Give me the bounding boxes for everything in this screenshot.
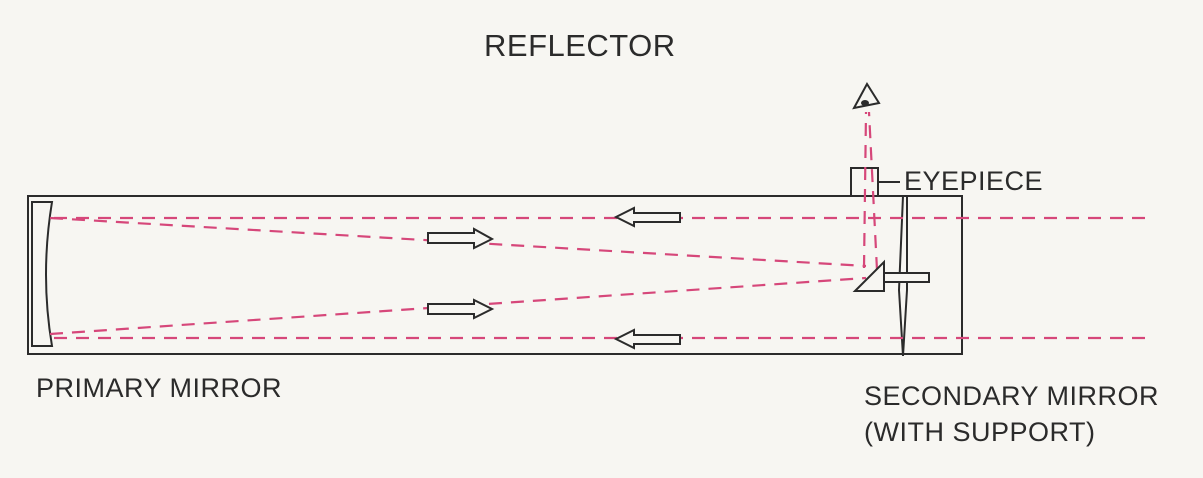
eyepiece-ray-left	[862, 111, 868, 269]
secondary-mirror-label: SECONDARY MIRROR (WITH SUPPORT)	[864, 378, 1159, 450]
left-arrow-icon	[613, 328, 681, 350]
right-arrow-icon	[427, 298, 495, 320]
right-arrow-icon	[427, 227, 495, 250]
telescope-tube	[27, 195, 963, 355]
light-paths	[49, 111, 1145, 340]
secondary-mirror-label-line2: (WITH SUPPORT)	[864, 417, 1096, 447]
observer-eye-icon	[852, 82, 881, 110]
diagram-title: REFLECTOR	[484, 28, 676, 63]
secondary-mirror-support-arm	[880, 272, 930, 283]
eyepiece-ray-right	[867, 111, 879, 271]
secondary-mirror-label-line1: SECONDARY MIRROR	[864, 381, 1160, 411]
secondary-mirror	[852, 259, 885, 292]
eyepiece-label: EYEPIECE	[904, 166, 1044, 196]
left-arrow-icon	[613, 206, 681, 228]
primary-mirror	[31, 201, 54, 347]
primary-mirror-label: PRIMARY MIRROR	[36, 373, 283, 403]
